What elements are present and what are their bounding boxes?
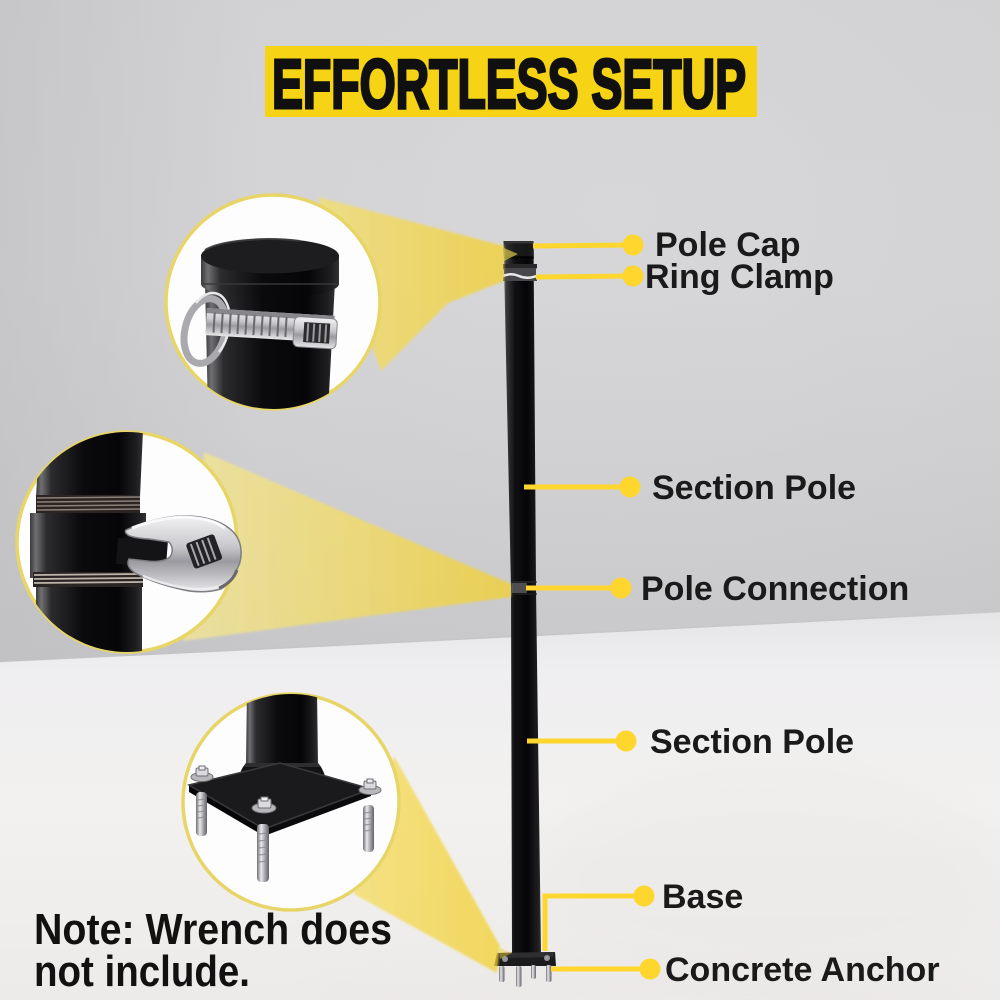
svg-text:Concrete Anchor: Concrete Anchor <box>665 951 940 989</box>
svg-text:Pole Connection: Pole Connection <box>641 570 909 608</box>
svg-text:Ring Clamp: Ring Clamp <box>645 258 834 296</box>
svg-text:Section Pole: Section Pole <box>650 723 854 761</box>
svg-text:Section Pole: Section Pole <box>652 469 856 507</box>
svg-text:Pole Cap: Pole Cap <box>655 226 800 264</box>
svg-text:EFFORTLESS SETUP: EFFORTLESS SETUP <box>272 45 746 123</box>
svg-text:not include.: not include. <box>34 947 250 996</box>
svg-text:Note: Wrench does: Note: Wrench does <box>34 905 392 954</box>
svg-text:Base: Base <box>662 878 743 916</box>
